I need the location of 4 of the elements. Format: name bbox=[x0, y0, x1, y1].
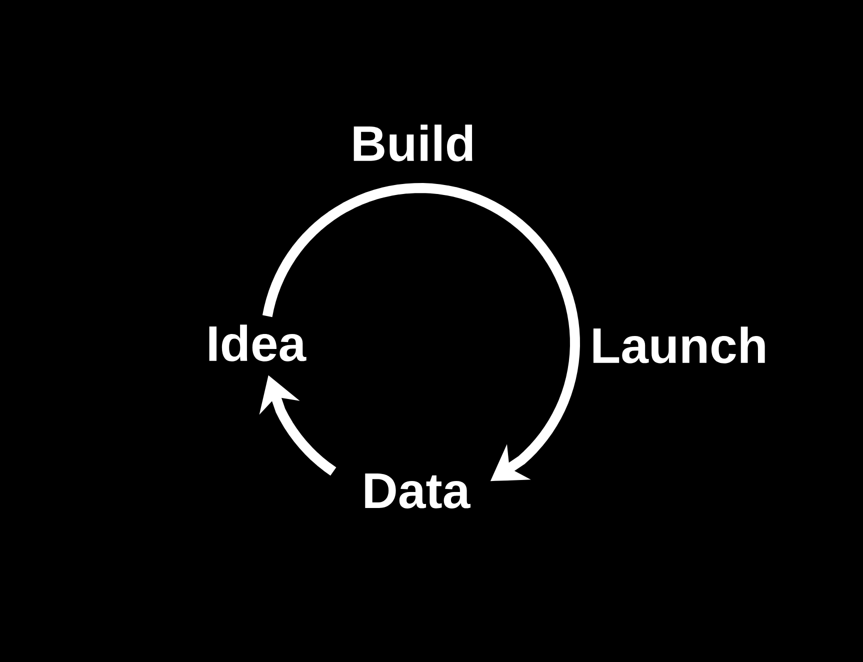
stage-label: Launch bbox=[593, 326, 765, 364]
stage-label: Idea bbox=[209, 324, 306, 362]
stage-label: Build bbox=[354, 124, 472, 162]
stage-label: Data bbox=[365, 474, 470, 508]
